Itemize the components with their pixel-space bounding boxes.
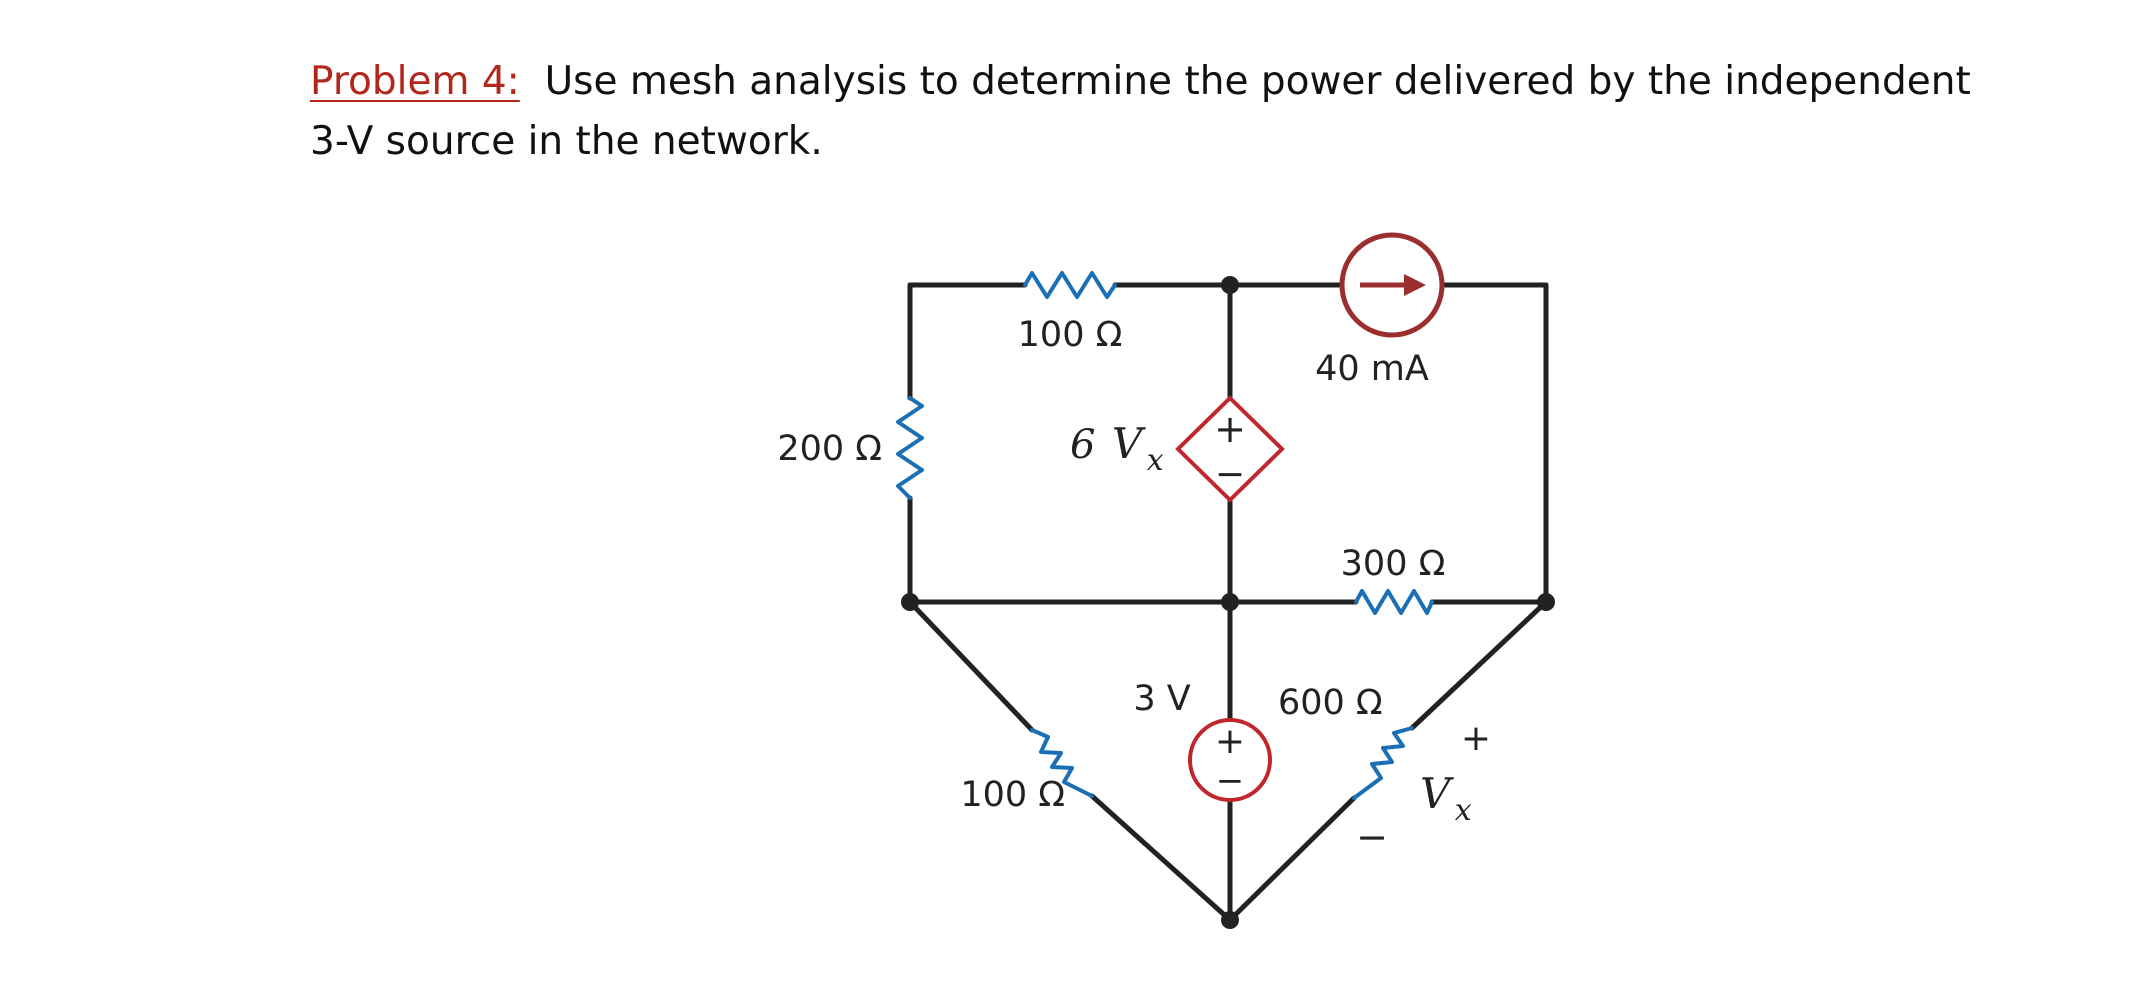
wire-diag-right-a [1409,599,1549,731]
dependent-subscript: x [1147,443,1164,478]
current-source-arrow-icon [1404,274,1426,296]
dependent-source-diamond-icon [1175,395,1285,503]
vx-plus: + [1461,718,1491,759]
vx-variable: V [1420,769,1454,818]
problem-text-line1: Use mesh analysis to determine the power… [544,59,1971,104]
wire-diag-right-b [1227,795,1357,923]
label-r-left: 200 Ω [777,429,882,469]
voltage-source-plus: + [1215,721,1245,762]
nodes [901,276,1555,929]
dependent-voltage-source: + − [1175,395,1285,503]
vx-minus: − [1356,815,1388,859]
label-current-source: 40 mA [1315,349,1429,389]
resistor-left-200 [896,396,924,500]
dependent-variable: V [1112,419,1146,468]
node-mid-center [1221,593,1239,611]
label-dependent-source: 6 V x [1070,419,1164,478]
problem-label: Problem 4: [310,59,520,104]
label-r-bottom-right: 600 Ω [1278,683,1383,723]
vx-subscript: x [1455,793,1472,828]
resistor-top-100 [1023,271,1117,299]
problem-statement: Problem 4: Use mesh analysis to determin… [310,52,2110,172]
voltage-source-circle-icon [1188,718,1272,802]
problem-text-line2: 3-V source in the network. [310,119,823,164]
resistor-bottom-left-100 [1030,728,1094,798]
voltage-source-minus: − [1216,761,1245,801]
wires [907,282,1549,923]
node-mid-left [901,593,919,611]
resistors [896,271,1434,800]
vx-label: V x [1420,769,1472,828]
label-r-top: 100 Ω [1018,315,1123,355]
node-top-middle [1221,276,1239,294]
wire-diag-left-a [907,599,1035,733]
label-voltage-source: 3 V [1133,679,1190,719]
dependent-gain: 6 [1070,422,1095,468]
current-source [1339,232,1445,338]
resistor-mid-right-300 [1354,589,1434,615]
resistor-bottom-right-600 [1352,726,1414,800]
dependent-source-minus: − [1215,454,1245,495]
dependent-source-plus: + [1214,407,1246,451]
label-r-mid-right: 300 Ω [1341,544,1446,584]
label-r-bottom-left: 100 Ω [960,775,1065,815]
wire-diag-left-b [1089,793,1233,923]
node-mid-right [1537,593,1555,611]
voltage-source-3v: + − [1188,718,1272,802]
node-bottom [1221,911,1239,929]
